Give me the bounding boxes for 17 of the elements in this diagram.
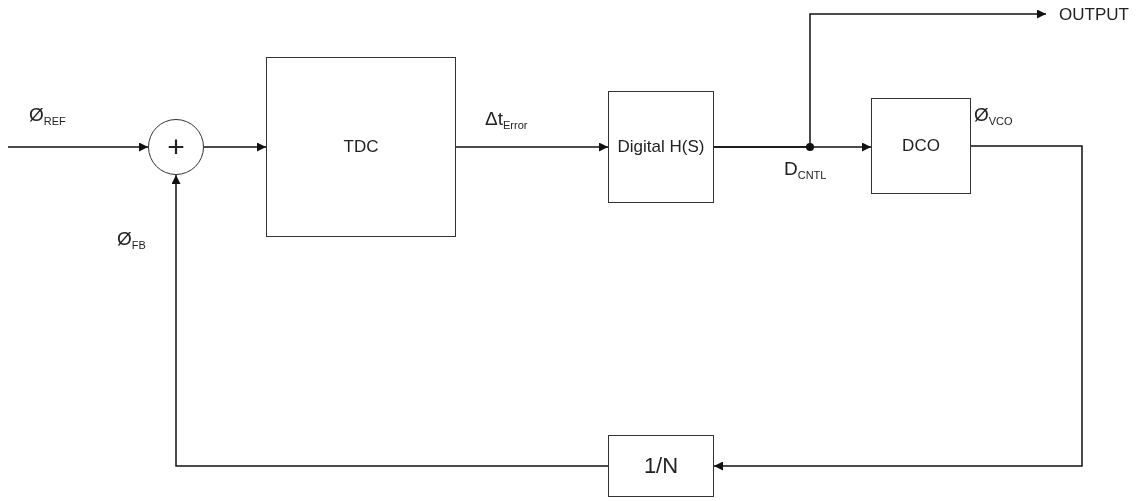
output-label: OUTPUT [1046, 4, 1142, 26]
block-label: TDC [343, 135, 379, 158]
summing-junction [148, 119, 204, 175]
arrow [203, 142, 267, 152]
block-label: Digital H(S) [617, 135, 705, 158]
process-box [266, 57, 456, 237]
process-box [608, 435, 714, 497]
arrow [7, 142, 149, 152]
block-label: 1/N [643, 452, 679, 481]
arrow [713, 145, 1083, 471]
arrow [455, 142, 609, 152]
process-box [608, 91, 714, 203]
arrow [171, 174, 609, 467]
block-label: DCO [902, 134, 940, 157]
block-label: + [167, 128, 185, 165]
process-box [871, 98, 971, 194]
arrow [713, 9, 1047, 148]
